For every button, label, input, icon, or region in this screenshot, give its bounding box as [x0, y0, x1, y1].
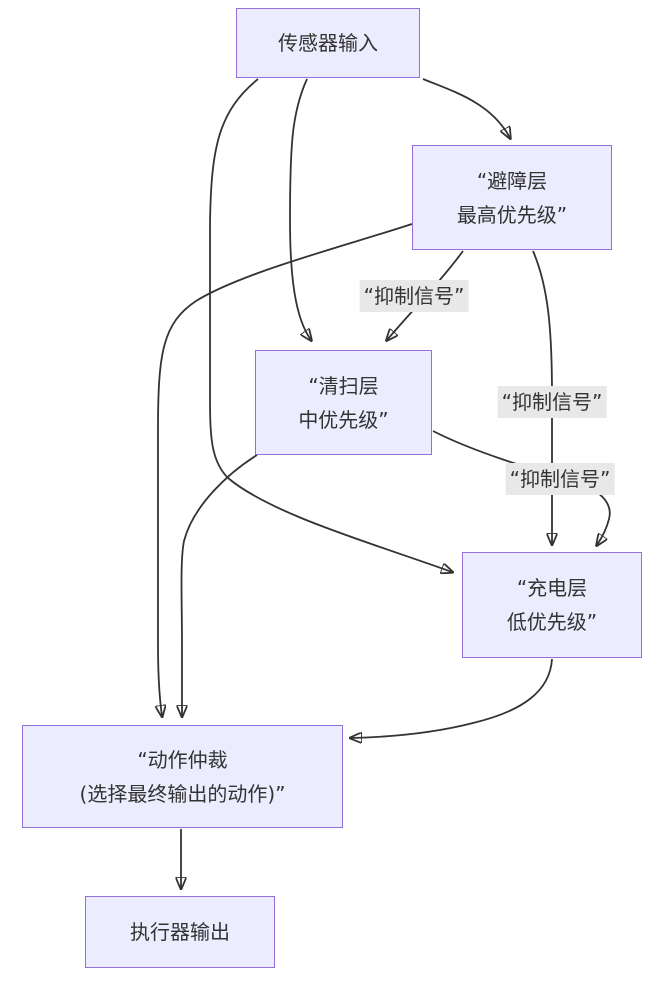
node-charging-line1: “充电层: [516, 576, 588, 600]
edge-charge-to-arbiter: [351, 658, 553, 738]
node-obstacle-avoidance-line1: “避障层: [476, 168, 548, 193]
edge-label-suppression-clean-charge: “抑制信号”: [505, 463, 615, 495]
edge-clean-to-arbiter: [182, 454, 258, 716]
node-action-arbitration-line2: (选择最终输出的动作)”: [79, 781, 286, 806]
node-cleaning-line1: “清扫层: [308, 373, 379, 398]
node-charging-layer: “充电层 低优先级”: [462, 552, 642, 658]
node-obstacle-avoidance-layer: “避障层 最高优先级”: [412, 145, 612, 250]
node-actuator-output-label: 执行器输出: [130, 920, 230, 944]
node-sensor-input-label: 传感器输入: [278, 31, 378, 55]
node-cleaning-line2: 中优先级”: [298, 407, 389, 432]
node-cleaning-layer: “清扫层 中优先级”: [255, 350, 432, 455]
edge-sensor-to-clean: [289, 78, 311, 340]
node-actuator-output: 执行器输出: [85, 896, 275, 968]
edge-label-suppression-avoid-charge: “抑制信号”: [497, 386, 607, 418]
node-obstacle-avoidance-line2: 最高优先级”: [456, 202, 568, 227]
edge-avoid-to-charge: [532, 250, 552, 544]
node-charging-line2: 低优先级”: [506, 610, 598, 634]
node-action-arbitration-line1: “动作仲裁: [137, 747, 228, 772]
node-action-arbitration: “动作仲裁 (选择最终输出的动作)”: [22, 725, 343, 828]
edge-sensor-to-charge: [209, 78, 452, 572]
edge-label-suppression-avoid-clean: “抑制信号”: [359, 280, 469, 312]
edge-sensor-to-avoid: [422, 78, 510, 138]
edge-avoid-to-arbiter: [158, 223, 413, 716]
node-sensor-input: 传感器输入: [236, 8, 420, 78]
